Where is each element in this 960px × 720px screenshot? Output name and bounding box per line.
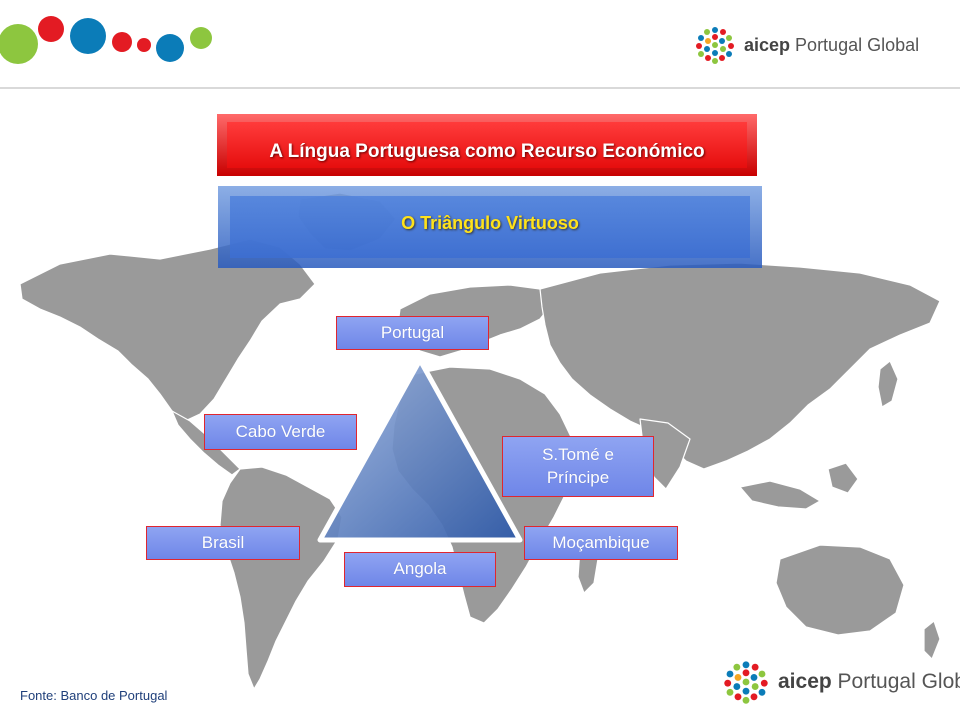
title-banner-text: A Língua Portuguesa como Recurso Económi… — [269, 141, 705, 162]
country-box-brasil: Brasil — [146, 526, 300, 560]
subtitle-banner-text: O Triângulo Virtuoso — [401, 212, 579, 233]
country-label-cabo-verde: Cabo Verde — [235, 421, 326, 441]
source-note: Fonte: Banco de Portugal — [20, 688, 168, 703]
footer-logo-brand: aicep — [778, 670, 832, 693]
footer-logo-name: Portugal Global — [837, 670, 960, 693]
country-label-sao-tome: S.Tomé e Príncipe — [542, 445, 614, 487]
country-label-mocambique: Moçambique — [552, 532, 650, 552]
virtuous-triangle — [317, 357, 523, 543]
logo-name: Portugal Global — [795, 35, 920, 55]
header-bar: aicep Portugal Global — [0, 0, 960, 88]
subtitle-banner: O Triângulo Virtuoso — [218, 186, 762, 268]
aicep-logo-footer-icon — [724, 661, 768, 704]
country-box-angola: Angola — [344, 552, 496, 587]
country-box-portugal: Portugal — [336, 316, 489, 350]
country-box-sao-tome: S.Tomé e Príncipe — [502, 436, 654, 497]
country-label-brasil: Brasil — [201, 532, 245, 552]
logo-brand: aicep — [744, 35, 791, 55]
country-label-angola: Angola — [393, 559, 447, 579]
country-box-cabo-verde: Cabo Verde — [204, 414, 357, 450]
country-label-portugal: Portugal — [380, 322, 445, 342]
header-divider — [0, 87, 960, 89]
title-banner: A Língua Portuguesa como Recurso Económi… — [217, 114, 757, 176]
country-box-mocambique: Moçambique — [524, 526, 678, 560]
aicep-logo-icon — [696, 27, 734, 64]
